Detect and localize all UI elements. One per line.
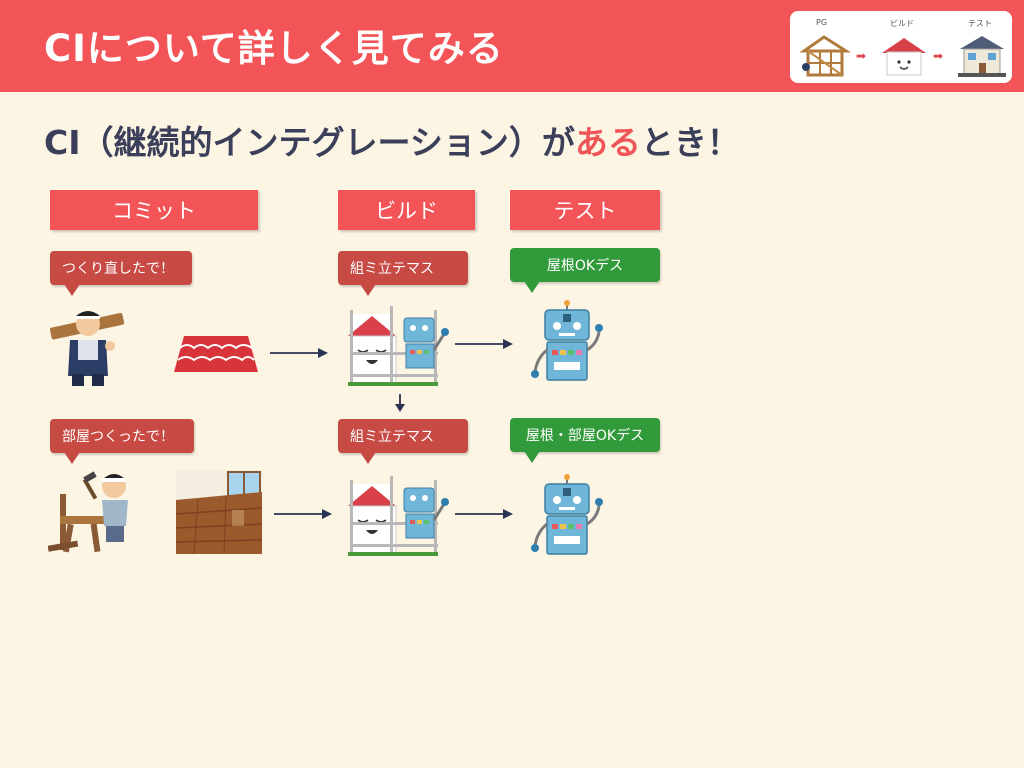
speech-bubble-build-2: 組ミ立テマス	[338, 419, 468, 464]
house-build-with-robot-icon	[348, 476, 449, 556]
bubble-text: 部屋つくったで！	[62, 429, 174, 445]
bubble-text: 屋根・部屋OKデス	[525, 428, 645, 444]
red-roof-icon	[174, 336, 258, 372]
house-finished-icon	[958, 36, 1006, 77]
subtitle-accent: ある	[574, 123, 641, 162]
carpenter-hammering-chair-icon	[48, 471, 128, 553]
stage-header-build: ビルド	[338, 190, 475, 230]
speech-bubble-build-1: 組ミ立テマス	[338, 251, 468, 296]
arrow-right-icon	[455, 509, 513, 519]
header-bar: CIについて詳しく見てみる PG ビルド テスト ➡ ➡	[0, 0, 1024, 92]
house-frame-icon	[800, 35, 850, 77]
mini-label-pg: PG	[816, 18, 828, 27]
speech-bubble-commit-1: つくり直したで！	[50, 251, 192, 296]
arrow-right-icon	[274, 509, 332, 519]
bubble-tail	[360, 452, 376, 464]
stage-header-commit: コミット	[50, 190, 258, 230]
subtitle-prefix: CI（継続的インテグレーション）が	[44, 123, 575, 162]
bubble-text: つくり直したで！	[62, 261, 174, 277]
mini-label-build: ビルド	[890, 19, 914, 28]
speech-bubble-test-2: 屋根・部屋OKデス	[510, 418, 660, 463]
house-smile-icon	[882, 38, 926, 76]
bubble-tail	[524, 451, 540, 463]
bubble-text: 組ミ立テマス	[350, 429, 434, 445]
carpenter-carrying-wood-icon	[49, 311, 125, 386]
bubble-tail	[64, 284, 80, 296]
arrow-down-icon	[395, 394, 405, 412]
subtitle: CI（継続的インテグレーション）があるとき！	[44, 116, 740, 164]
mini-arrow-icon: ➡	[933, 49, 944, 63]
bubble-text: 組ミ立テマス	[350, 261, 434, 277]
subtitle-suffix: とき！	[640, 123, 740, 162]
bubble-tail	[524, 281, 540, 293]
bubble-tail	[360, 284, 376, 296]
page-title: CIについて詳しく見てみる	[44, 27, 504, 70]
mini-label-test: テスト	[968, 19, 992, 28]
speech-bubble-test-1: 屋根OKデス	[510, 248, 660, 293]
bubble-text: 屋根OKデス	[546, 258, 624, 274]
speech-bubble-commit-2: 部屋つくったで！	[50, 419, 194, 464]
stage-header-test: テスト	[510, 190, 660, 230]
wooden-floor-room-icon	[176, 470, 262, 554]
robot-tester-icon	[531, 474, 603, 555]
robot-tester-icon	[531, 300, 603, 381]
mini-flow-diagram: PG ビルド テスト ➡ ➡	[790, 11, 1012, 83]
mini-arrow-icon: ➡	[856, 49, 867, 63]
bubble-tail	[64, 452, 80, 464]
house-build-with-robot-icon	[348, 306, 449, 386]
arrow-right-icon	[455, 339, 513, 349]
arrow-right-icon	[270, 348, 328, 358]
